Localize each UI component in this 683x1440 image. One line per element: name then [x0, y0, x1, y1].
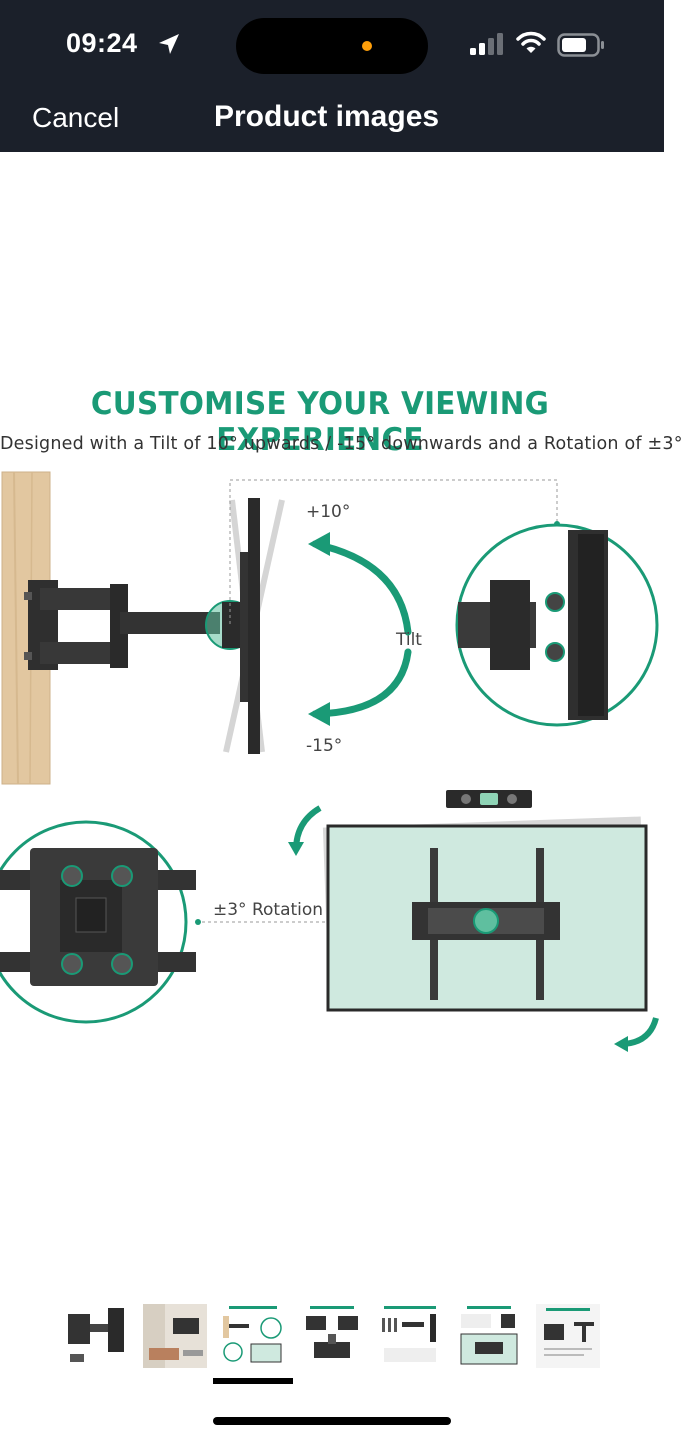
dynamic-island: [236, 18, 428, 74]
thumbnail-1[interactable]: [64, 1304, 128, 1368]
location-arrow-icon: [159, 34, 179, 54]
recording-dot: [362, 41, 372, 51]
product-image-viewer[interactable]: CUSTOMISE YOUR VIEWING EXPERIENCE Design…: [0, 152, 683, 1292]
image-headline: CUSTOMISE YOUR VIEWING EXPERIENCE: [90, 386, 550, 458]
status-time: 09:24: [66, 28, 138, 58]
thumbnail-strip: [0, 1296, 664, 1386]
thumbnail-7[interactable]: [536, 1304, 600, 1368]
nav-bar: Cancel Product images: [0, 88, 664, 152]
thumbnail-4[interactable]: [300, 1304, 364, 1368]
battery-icon: [557, 33, 604, 57]
cellular-signal-icon: [470, 33, 503, 55]
cancel-button[interactable]: Cancel: [32, 102, 120, 133]
thumbnail-6[interactable]: [457, 1304, 521, 1368]
tilt-label: Tilt: [396, 630, 422, 650]
page-title: Product images: [214, 100, 440, 133]
home-indicator[interactable]: [213, 1417, 451, 1425]
status-bar: 09:24: [0, 0, 664, 88]
wifi-icon: [516, 31, 546, 53]
thumbnail-3[interactable]: [221, 1304, 285, 1368]
tilt-up-label: +10°: [306, 502, 351, 522]
thumbnail-2[interactable]: [143, 1304, 207, 1368]
image-subline: Designed with a Tilt of 10° upwards / -1…: [0, 434, 683, 454]
tilt-down-label: -15°: [306, 736, 343, 756]
selected-thumbnail-indicator: [213, 1378, 293, 1384]
rotation-label: ±3° Rotation: [213, 900, 324, 920]
thumbnail-5[interactable]: [378, 1304, 442, 1368]
tv-mount-illustration: [0, 471, 659, 1052]
